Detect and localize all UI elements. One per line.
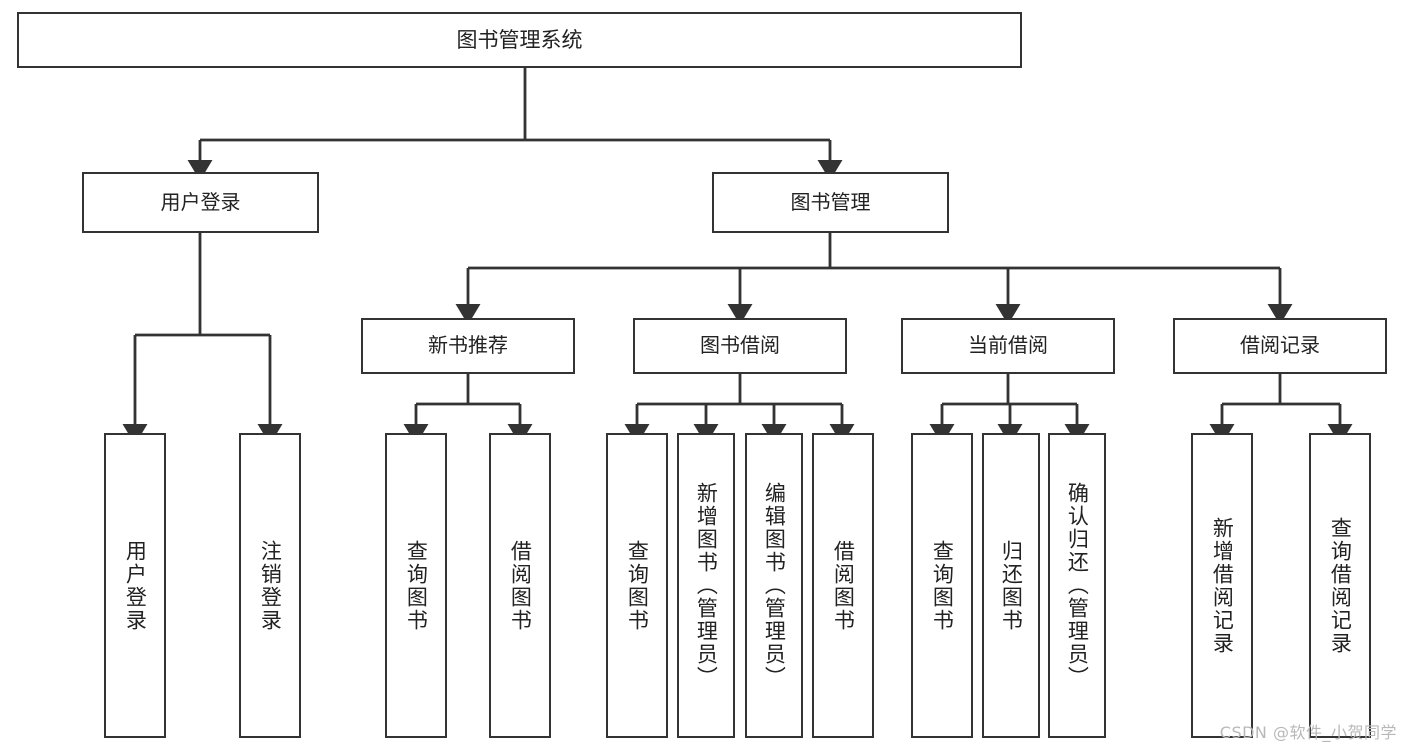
csdn-watermark: CSDN @软件_小贺同学 <box>1219 723 1397 742</box>
node-leaf-query-book-rec[interactable]: 查询图书 <box>385 433 447 738</box>
node-leaf-user-login[interactable]: 用户登录 <box>104 433 166 738</box>
node-current-borrow[interactable]: 当前借阅 <box>901 318 1115 374</box>
node-user-login[interactable]: 用户登录 <box>82 172 319 233</box>
node-root[interactable]: 图书管理系统 <box>17 12 1022 68</box>
node-leaf-logout[interactable]: 注销登录 <box>239 433 301 738</box>
node-book-manage[interactable]: 图书管理 <box>712 172 949 233</box>
node-new-book-recommend[interactable]: 新书推荐 <box>361 318 575 374</box>
node-leaf-query-borrow-record[interactable]: 查询借阅记录 <box>1309 433 1371 738</box>
node-book-borrow[interactable]: 图书借阅 <box>633 318 847 374</box>
node-leaf-add-borrow-record[interactable]: 新增借阅记录 <box>1191 433 1253 738</box>
node-leaf-edit-book-admin[interactable]: 编辑图书（管理员） <box>745 433 803 738</box>
node-leaf-return-book[interactable]: 归还图书 <box>982 433 1040 738</box>
node-leaf-borrow-book-rec[interactable]: 借阅图书 <box>489 433 551 738</box>
node-leaf-query-book-current[interactable]: 查询图书 <box>911 433 973 738</box>
node-leaf-add-book-admin[interactable]: 新增图书（管理员） <box>677 433 735 738</box>
node-leaf-borrow-book[interactable]: 借阅图书 <box>812 433 874 738</box>
node-leaf-confirm-return-admin[interactable]: 确认归还（管理员） <box>1048 433 1106 738</box>
node-borrow-record[interactable]: 借阅记录 <box>1173 318 1387 374</box>
node-leaf-query-book-borrow[interactable]: 查询图书 <box>606 433 668 738</box>
